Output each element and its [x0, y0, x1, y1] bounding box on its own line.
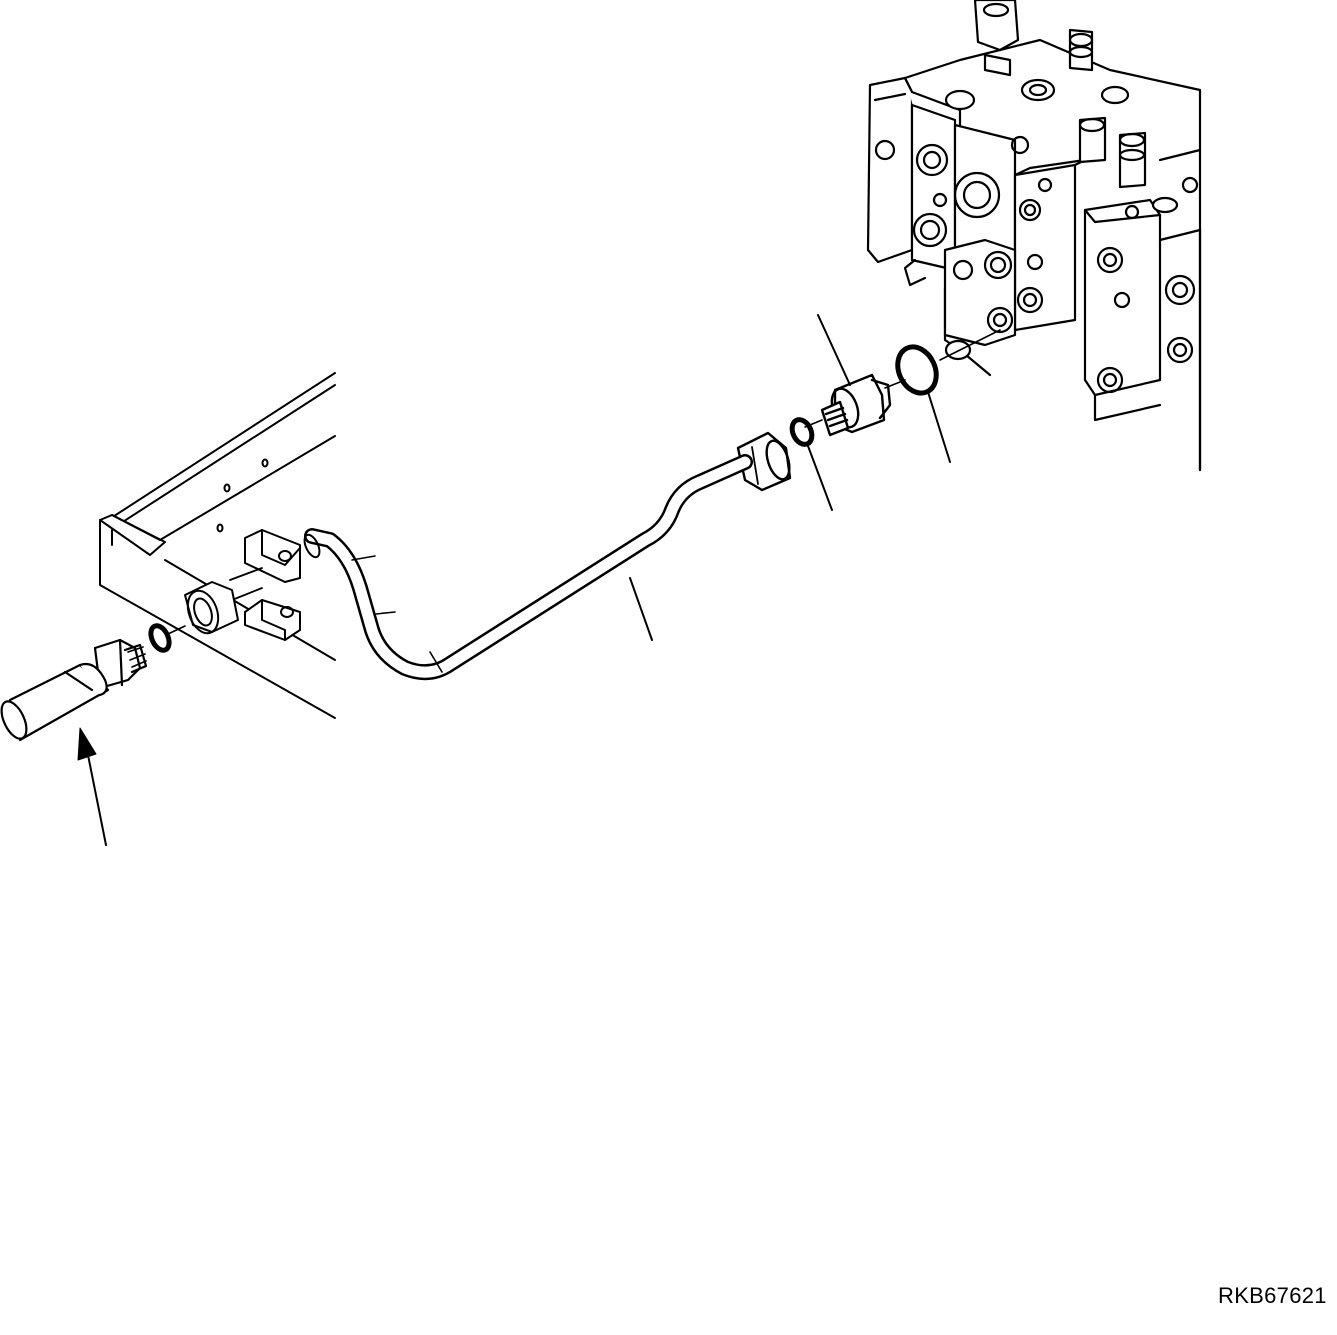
- hose-fitting: [0, 623, 185, 743]
- center-line: [940, 330, 1000, 360]
- large-o-ring: [891, 341, 944, 400]
- frame-plate: [100, 373, 335, 718]
- leader-small-o-ring: [808, 446, 832, 510]
- adapter-fitting: [822, 375, 890, 435]
- leader-large-o-ring: [928, 392, 950, 462]
- small-o-ring: [788, 416, 815, 447]
- control-valve: [868, 0, 1200, 470]
- leader-adapter-fitting: [818, 315, 850, 385]
- leader-tube: [630, 578, 652, 640]
- arrow-icon: [78, 728, 106, 845]
- drawing-code: RKB67621: [1218, 1283, 1327, 1308]
- tube: [301, 433, 793, 672]
